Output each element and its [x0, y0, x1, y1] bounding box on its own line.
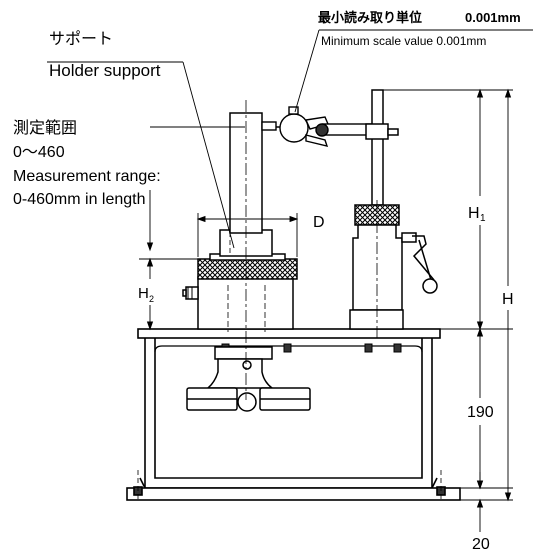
dial-indicator [261, 106, 376, 147]
lower-clamp [186, 346, 311, 412]
lever-knob [422, 278, 438, 294]
stand [349, 89, 438, 330]
stand-rod [371, 89, 384, 206]
measurement-range-value: 0〜460 [13, 144, 65, 161]
min-scale-label-en: Minimum scale value 0.001mm [321, 34, 486, 48]
holder-support-label-jp: サポート [49, 29, 113, 48]
dimension-h1-sub: 1 [480, 213, 486, 224]
min-scale-value-jp: 0.001mm [465, 10, 521, 25]
min-scale-label-jp: 最小読み取り単位 [318, 10, 422, 26]
frame-inner [154, 338, 423, 479]
holder-support-label-en: Holder support [49, 61, 161, 80]
dial-gauge [279, 113, 309, 143]
dimension-h1: H [468, 205, 480, 222]
measurement-range-label-en-1: Measurement range: [13, 168, 161, 185]
frame-outer [144, 338, 433, 489]
holder-knurl-ring [197, 258, 298, 280]
holder-body [182, 112, 298, 330]
dimension-20: 20 [472, 536, 490, 553]
dimension-h: H [502, 291, 514, 308]
dimension-h2-sub: 2 [149, 294, 154, 304]
dimension-lines [47, 29, 533, 532]
top-plate [137, 328, 441, 339]
dimension-d: D [313, 214, 325, 231]
base-frame [126, 328, 461, 501]
measurement-range-label-jp: 測定範囲 [13, 118, 77, 137]
dimension-h2: H [138, 285, 149, 302]
dimension-190: 190 [467, 404, 494, 421]
clamp-screw [237, 392, 257, 412]
measurement-range-label-en-2: 0-460mm in length [13, 191, 146, 208]
base-foot [126, 487, 461, 501]
